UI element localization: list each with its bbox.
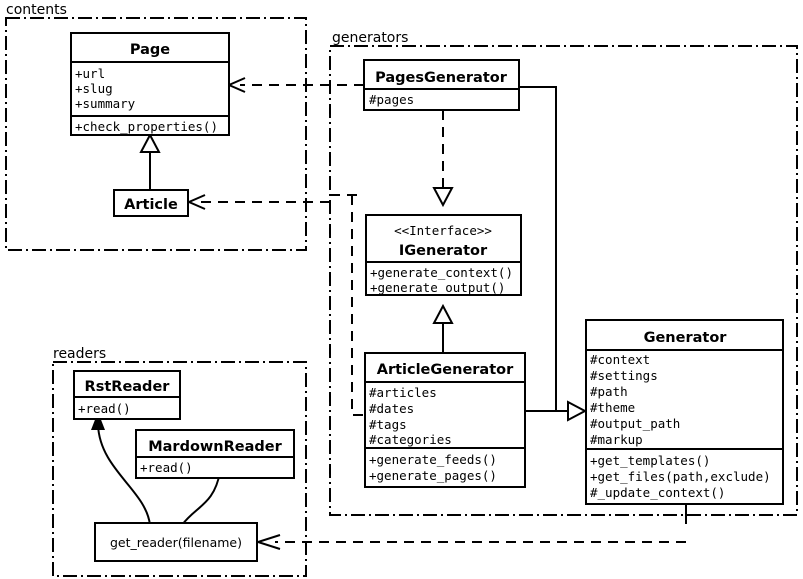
class-generator[interactable]: Generator #context #settings #path #them… <box>585 319 784 505</box>
class-rstreader-method: +read() <box>78 401 131 416</box>
class-page-frame <box>70 32 230 136</box>
class-articlegenerator-attribute: #dates <box>369 401 414 416</box>
class-articlegenerator-attribute: #tags <box>369 417 407 432</box>
class-mardownreader[interactable]: MardownReader +read() <box>135 429 295 479</box>
generalization-arrowhead-igenerator-2 <box>432 303 454 324</box>
class-generator-attribute: #output_path <box>590 416 680 431</box>
class-article[interactable]: Article <box>113 189 189 217</box>
package-contents-label: contents <box>6 2 67 18</box>
generalization-arrowhead-page <box>139 132 161 153</box>
class-generator-name: Generator <box>644 330 728 346</box>
class-rstreader-frame <box>73 370 181 420</box>
class-rstreader-name: RstReader <box>85 379 171 395</box>
class-generator-method: +get_files(path,exclude) <box>590 469 771 484</box>
class-pagesgenerator-attribute: #pages <box>369 92 414 107</box>
class-mardownreader-name: MardownReader <box>148 439 282 455</box>
package-readers-boundary <box>52 361 307 577</box>
edge-getreader-to-mardownreader <box>181 471 221 526</box>
package-generators-boundary <box>329 45 798 516</box>
class-articlegenerator-method: +generate_pages() <box>369 468 497 483</box>
package-readers-label: readers <box>53 346 106 362</box>
edge-getreader-to-rstreader <box>97 424 151 526</box>
class-page[interactable]: Page +url +slug +summary +check_properti… <box>70 32 230 136</box>
class-mardownreader-frame <box>135 429 295 479</box>
class-page-name: Page <box>130 42 170 58</box>
class-articlegenerator-name: ArticleGenerator <box>377 362 514 378</box>
class-generator-method: #_update_context() <box>590 485 725 500</box>
class-generator-attribute: #path <box>590 384 628 399</box>
class-page-attribute: +url <box>75 66 105 81</box>
class-igenerator-frame <box>365 214 522 296</box>
class-generator-attribute: #markup <box>590 432 643 447</box>
function-get-reader[interactable]: get_reader(filename) <box>94 522 258 562</box>
class-generator-method: +get_templates() <box>590 453 710 468</box>
class-igenerator-method: +generate_context() <box>370 265 513 280</box>
class-mardownreader-method: +read() <box>140 460 193 475</box>
class-page-method: +check_properties() <box>75 119 218 134</box>
class-articlegenerator-attribute: #articles <box>369 385 437 400</box>
realization-arrowhead-igenerator <box>432 187 454 208</box>
class-rstreader[interactable]: RstReader +read() <box>73 370 181 420</box>
class-generator-attribute: #theme <box>590 400 635 415</box>
class-page-attribute: +slug <box>75 81 113 96</box>
function-get-reader-label: get_reader(filename) <box>110 535 242 550</box>
class-generator-attribute: #settings <box>590 368 658 383</box>
class-article-name: Article <box>124 197 178 213</box>
generalization-arrowhead-generator <box>567 400 588 422</box>
package-contents-boundary <box>5 17 307 251</box>
class-igenerator-method: +generate_output() <box>370 280 505 295</box>
class-pagesgenerator-frame <box>363 59 520 111</box>
class-igenerator[interactable]: <<Interface>> IGenerator +generate_conte… <box>365 214 522 296</box>
class-articlegenerator-frame <box>364 352 526 488</box>
edge-pagesgenerator-to-generator <box>519 86 569 412</box>
class-articlegenerator[interactable]: ArticleGenerator #articles #dates #tags … <box>364 352 526 488</box>
class-articlegenerator-attribute: #categories <box>369 432 452 447</box>
class-pagesgenerator-name: PagesGenerator <box>375 70 508 86</box>
package-generators-label: generators <box>332 30 408 46</box>
article-generator-dependency-route <box>351 195 366 416</box>
class-page-attribute: +summary <box>75 96 136 111</box>
function-get-reader-frame <box>94 522 258 562</box>
returns-arrowhead-rstreader <box>91 412 105 430</box>
class-articlegenerator-method: +generate_feeds() <box>369 452 497 467</box>
class-igenerator-stereotype: <<Interface>> <box>394 223 492 238</box>
class-pagesgenerator[interactable]: PagesGenerator #pages <box>363 59 520 111</box>
class-article-frame <box>113 189 189 217</box>
class-generator-attribute: #context <box>590 352 650 367</box>
class-igenerator-name: IGenerator <box>399 243 488 259</box>
